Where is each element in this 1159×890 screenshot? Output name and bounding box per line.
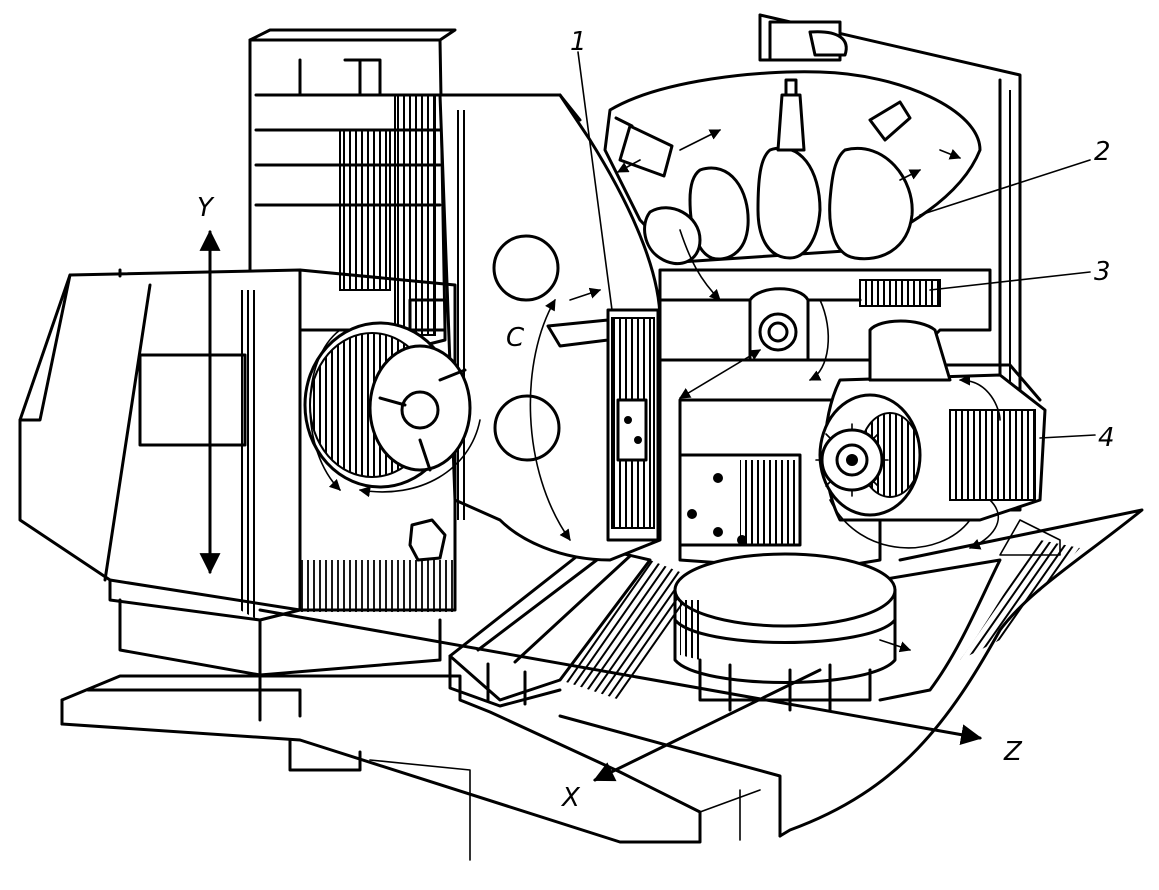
chuck-assembly — [303, 321, 481, 498]
label-part-4: 4 — [1098, 423, 1115, 453]
turret-tools — [614, 78, 962, 266]
tool-holder — [546, 308, 660, 542]
label-axis-z: Z — [1003, 737, 1023, 767]
milling-head — [815, 319, 1047, 550]
machine-bed — [60, 674, 782, 861]
right-bed — [778, 508, 1144, 838]
label-part-3: 3 — [1094, 257, 1111, 287]
headstock — [18, 268, 457, 722]
left-column — [248, 28, 457, 336]
cutter-teeth — [815, 423, 889, 497]
label-part-2: 2 — [1094, 137, 1111, 167]
axis-arrows — [199, 229, 983, 782]
label-part-1: 1 — [570, 27, 587, 57]
slide-rails — [448, 544, 700, 708]
label-axis-x: X — [560, 783, 581, 813]
label-axis-y: Y — [197, 193, 215, 223]
leader-lines — [577, 51, 1096, 439]
label-axis-c: C — [506, 323, 525, 353]
saddle — [673, 398, 897, 712]
